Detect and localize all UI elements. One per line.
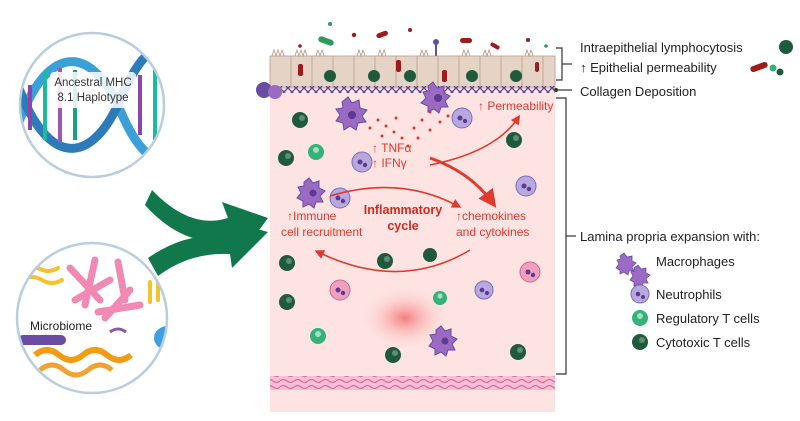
dna-label-2: 8.1 Haplotype xyxy=(58,92,129,104)
collagen-layer xyxy=(262,86,555,93)
cytokine-dots xyxy=(368,110,450,148)
neutrophils-label: Neutrophils xyxy=(656,287,722,302)
epithelial-perm-label: ↑ Epithelial permeability xyxy=(580,60,717,75)
macrophages-label: Macrophages xyxy=(656,254,735,269)
cycle-label-2: cycle xyxy=(387,219,418,233)
particle-icon xyxy=(750,61,784,76)
tissue-panel: ↑ TNFα ↑ IFNγ ↑ Permeability Inflammator… xyxy=(256,22,556,412)
tnf-label: ↑ TNFα xyxy=(372,141,411,155)
right-legend: Intraepithelial lymphocytosis ↑ Epitheli… xyxy=(554,40,793,375)
epithelium xyxy=(269,39,556,89)
arrow-from-microbiome xyxy=(148,220,268,276)
lamina-bracket xyxy=(556,97,567,375)
lymphocyte-icon xyxy=(779,40,793,54)
chemokines-label-1: ↑chemokines xyxy=(456,209,526,223)
immune-label-2: cell recruitment xyxy=(281,225,363,239)
regulatory-legend-icon xyxy=(632,310,648,326)
dna-circle: Ancestral MHC 8.1 Haplotype xyxy=(18,31,166,179)
arrow-cycle-top xyxy=(329,186,462,208)
dna-label-1: Ancestral MHC xyxy=(54,77,131,89)
neutrophils-in-tissue xyxy=(329,107,541,301)
dna-helix-icon xyxy=(20,44,164,162)
permeability-label: ↑ Permeability xyxy=(478,99,553,113)
regulatory-label: Regulatory T cells xyxy=(656,311,760,326)
inflammation-glow xyxy=(360,286,450,350)
green-arrows xyxy=(145,190,268,276)
microbiome-label: Microbiome xyxy=(30,319,92,333)
lamina-label: Lamina propria expansion with: xyxy=(580,229,760,244)
epithelium-bracket xyxy=(556,47,563,81)
neutrophil-legend-icon xyxy=(630,284,650,304)
collagen-label: Collagen Deposition xyxy=(580,84,696,99)
intraepithelial-label: Intraepithelial lymphocytosis xyxy=(580,40,743,55)
macrophage-legend-icon xyxy=(615,252,651,288)
cycle-label-1: Inflammatory xyxy=(364,203,443,217)
chemokines-label-2: and cytokines xyxy=(456,225,529,239)
arrow-to-chemokines xyxy=(429,156,497,208)
immune-label-1: ↑Immune xyxy=(287,209,337,223)
luminal-particles xyxy=(298,22,548,50)
microbiome-circle: Microbiome xyxy=(15,241,169,395)
cytotoxic-legend-icon xyxy=(632,334,648,350)
regulatory-t-cells-in-tissue xyxy=(308,144,447,344)
arrow-cycle-bottom xyxy=(314,249,471,273)
ifn-label: ↑ IFNγ xyxy=(372,156,407,170)
lymphocyte-bm xyxy=(256,82,282,99)
cytotoxic-label: Cytotoxic T cells xyxy=(656,335,751,350)
cycle-arrows xyxy=(314,114,521,273)
